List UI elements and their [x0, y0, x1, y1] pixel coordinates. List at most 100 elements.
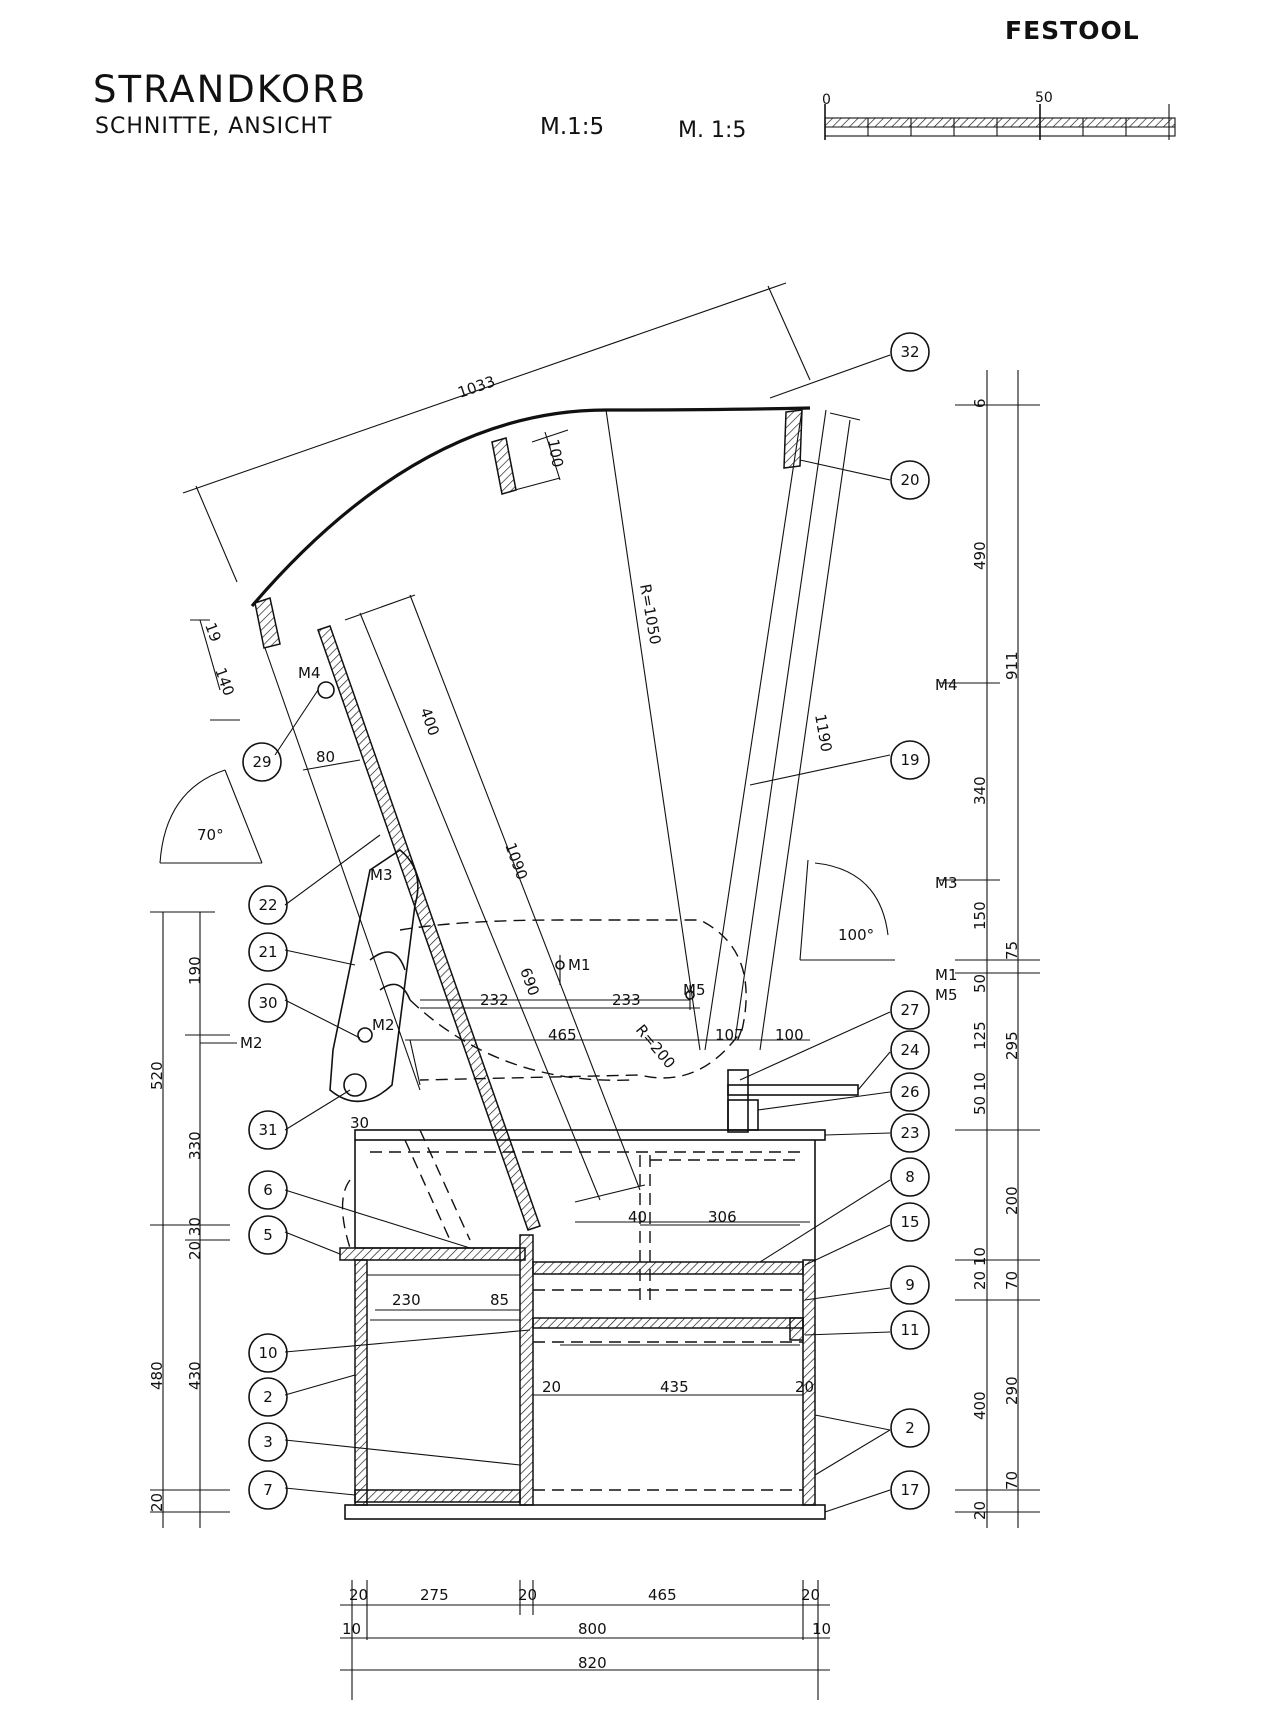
angle-70 [159, 769, 263, 864]
callout-5: 5 [248, 1215, 288, 1255]
dim-right-490: 490 [971, 541, 989, 570]
svg-text:9: 9 [905, 1276, 915, 1294]
dim-right-75: 75 [1003, 941, 1021, 960]
marker-m4-upper: M4 [298, 664, 321, 682]
svg-text:30: 30 [258, 994, 277, 1012]
inner-dimensions [375, 1007, 803, 1396]
marker-m5-right: M5 [935, 986, 958, 1004]
callout-2-right: 2 [890, 1408, 930, 1448]
svg-text:31: 31 [258, 1121, 277, 1139]
dim-right-6: 6 [971, 398, 989, 408]
marker-m3-upper: M3 [370, 866, 393, 884]
svg-text:6: 6 [263, 1181, 273, 1199]
dim-right-340: 340 [971, 776, 989, 805]
svg-text:7: 7 [263, 1481, 273, 1499]
callout-27: 27 [890, 990, 930, 1030]
left-dimensions [150, 911, 230, 1528]
svg-text:21: 21 [258, 943, 277, 961]
svg-text:2: 2 [905, 1419, 915, 1437]
box-body [339, 1129, 826, 1520]
marker-m1-right: M1 [935, 966, 958, 984]
dim-right-70: 70 [1003, 1271, 1021, 1290]
dim-right-290: 290 [1003, 1376, 1021, 1405]
dim-offset-140: 140 [211, 665, 238, 698]
dim-bottom-10b: 10 [812, 1620, 831, 1638]
callout-11: 11 [890, 1310, 930, 1350]
callout-29: 29 [242, 742, 282, 782]
dim-right-50: 50 [971, 974, 989, 993]
svg-text:29: 29 [252, 753, 271, 771]
marker-m2-left: M2 [240, 1034, 263, 1052]
dim-left-330: 330 [186, 1131, 204, 1160]
svg-text:26: 26 [900, 1083, 919, 1101]
dim-offset-80: 80 [316, 748, 335, 766]
callout-21: 21 [248, 932, 288, 972]
drawing-subtitle: SCHNITTE, ANSICHT [95, 114, 333, 139]
marker-m5-upper: M5 [683, 981, 706, 999]
svg-text:11: 11 [900, 1321, 919, 1339]
callout-8: 8 [890, 1157, 930, 1197]
dim-w-465: 465 [548, 1026, 577, 1044]
dim-bottom-20c: 20 [801, 1586, 820, 1604]
dim-w-107: 107 [715, 1026, 744, 1044]
callout-9: 9 [890, 1265, 930, 1305]
dimension-labels: 1033 100 R=1050 1190 400 1090 690 19 140… [148, 372, 1021, 1672]
dim-bottom-20a: 20 [349, 1586, 368, 1604]
dim-rail-690: 690 [516, 965, 543, 998]
callout-22: 22 [248, 885, 288, 925]
right-dimensions [940, 370, 1040, 1528]
scale-label-primary: M.1:5 [540, 114, 605, 140]
callout-7: 7 [248, 1470, 288, 1510]
dim-radius-roof: R=1050 [636, 583, 664, 646]
dim-left-430: 430 [186, 1361, 204, 1390]
dim-left-190: 190 [186, 956, 204, 985]
dim-w-30: 30 [350, 1114, 369, 1132]
svg-text:24: 24 [900, 1041, 919, 1059]
dim-w-100: 100 [775, 1026, 804, 1044]
dim-bottom-820: 820 [578, 1654, 607, 1672]
callout-26: 26 [890, 1072, 930, 1112]
dim-left-520: 520 [148, 1061, 166, 1090]
svg-text:22: 22 [258, 896, 277, 914]
dim-w-85: 85 [490, 1291, 509, 1309]
dim-right-400: 400 [971, 1391, 989, 1420]
dim-right-150: 150 [971, 901, 989, 930]
dim-w-40: 40 [628, 1208, 647, 1226]
svg-text:17: 17 [900, 1481, 919, 1499]
svg-text:5: 5 [263, 1226, 273, 1244]
dim-right-125: 125 [971, 1021, 989, 1050]
dim-left-480: 480 [148, 1361, 166, 1390]
callout-23: 23 [890, 1113, 930, 1153]
svg-text:15: 15 [900, 1213, 919, 1231]
mechanism [329, 849, 810, 1103]
dim-left-20: 20 [148, 1493, 166, 1512]
callout-24: 24 [890, 1030, 930, 1070]
dim-rail-400: 400 [416, 705, 443, 738]
dim-rail-1090: 1090 [501, 840, 531, 882]
dim-bottom-10a: 10 [342, 1620, 361, 1638]
footrest [727, 1069, 859, 1133]
dim-bottom-20b: 20 [518, 1586, 537, 1604]
marker-m2-upper: M2 [372, 1016, 395, 1034]
svg-text:2: 2 [263, 1388, 273, 1406]
dim-back-rail: 1190 [811, 713, 835, 754]
dim-w-232: 232 [480, 991, 509, 1009]
angle-100 [799, 859, 895, 961]
callout-10: 10 [248, 1333, 288, 1373]
roof [182, 282, 811, 649]
marker-m4-right: M4 [935, 676, 958, 694]
dim-w-20a: 20 [542, 1378, 561, 1396]
dim-right-200: 200 [1003, 1186, 1021, 1215]
svg-text:3: 3 [263, 1433, 273, 1451]
scale-bar [824, 104, 1176, 140]
drawing-title: STRANDKORB [93, 68, 368, 111]
dim-right-295: 295 [1003, 1031, 1021, 1060]
markers: M4 M3 M1 M5 M2 M2 M4 M3 M1 M5 [200, 664, 958, 1052]
brand-logo: FESTOOL [1005, 16, 1140, 45]
svg-text:10: 10 [258, 1344, 277, 1362]
callout-3: 3 [248, 1422, 288, 1462]
callouts: 32 20 19 29 22 21 30 31 6 5 10 2 3 7 27 … [242, 332, 930, 1510]
dim-angle-back: 70° [197, 826, 224, 844]
dim-right-911: 911 [1003, 651, 1021, 680]
